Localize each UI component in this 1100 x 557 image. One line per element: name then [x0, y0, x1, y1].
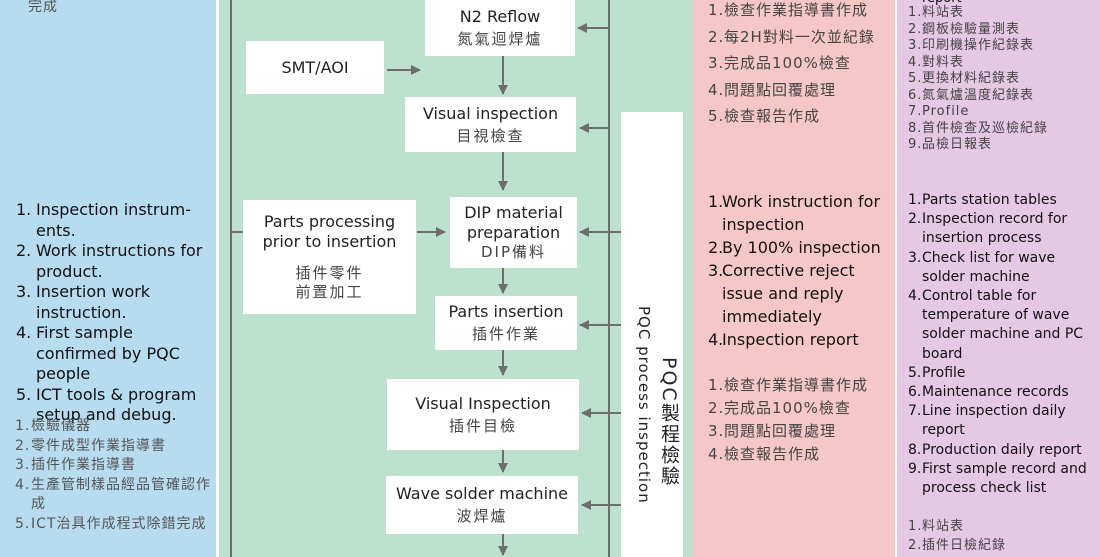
n2-reflow-zh: 氮氣迴焊爐: [457, 30, 543, 49]
dip-material-box: DIP material preparation DIP備料: [450, 197, 577, 268]
list-item: 5.ICT tools & program setup and debug.: [16, 384, 197, 425]
pink-bottom-list: 1.檢查作業指導書作成 2.完成品100%檢查 3.問題點回覆處理 4.檢查報告…: [708, 374, 894, 466]
records-column: [897, 0, 1100, 557]
list-item: 2.零件成型作業指導書: [15, 437, 166, 454]
parts-insertion-zh: 插件作業: [471, 325, 540, 344]
list-item: 1.Parts station tables: [908, 192, 1057, 208]
pqc-subtitle: PQC process inspection: [635, 305, 653, 504]
inspection-method-column: [693, 0, 895, 557]
list-item: 2.鋼板檢驗量測表: [908, 21, 1021, 37]
list-item: 2.Inspection record for insertion proces…: [908, 211, 1068, 247]
list-item: 5.更換材料紀錄表: [908, 71, 1021, 86]
pqc-title: PQC製程檢驗: [658, 357, 680, 487]
dip-material-zh: DIP備料: [480, 243, 547, 262]
left-english-list: 1.Inspection instrum-ents. 2.Work instru…: [16, 200, 214, 426]
visual-inspection-2-zh: 插件目檢: [448, 416, 517, 435]
wave-solder-zh: 波焊爐: [456, 507, 508, 526]
list-item: 3.插件作業指導書: [15, 457, 136, 473]
list-item: 1.檢查作業指導書作成: [708, 376, 869, 394]
pink-english-list: 1.Work instruction for inspection 2.By 1…: [708, 190, 894, 351]
list-item: 4.對料表: [908, 54, 965, 70]
pqc-box: PQC製程檢驗 PQC process inspection: [621, 112, 683, 557]
list-item: 1.料站表: [908, 5, 965, 20]
list-item: 2.每2H對料一次並紀錄: [708, 27, 875, 46]
purple-top-fragment: report: [922, 0, 962, 6]
wave-solder-box: Wave solder machine 波焊爐: [386, 476, 578, 534]
list-item: 8.Production daily report: [908, 441, 1082, 458]
parts-processing-line2: prior to insertion: [262, 232, 397, 252]
wave-solder-label: Wave solder machine: [396, 484, 568, 504]
parts-insertion-label: Parts insertion: [448, 302, 564, 322]
list-item: 5.Profile: [908, 364, 966, 381]
list-item: 2.插件日檢紀錄: [908, 538, 1007, 553]
n2-reflow-label: N2 Reflow: [459, 7, 541, 27]
list-item: 4.Inspection report: [708, 330, 859, 349]
list-item: 4.Control table for temperature of wave …: [908, 288, 1084, 362]
smt-aoi-box: SMT/AOI: [246, 41, 384, 94]
list-item: 6.氮氣爐溫度紀錄表: [908, 87, 1035, 103]
smt-aoi-label: SMT/AOI: [281, 57, 349, 77]
list-item: 3.問題點回覆處理: [708, 422, 837, 440]
purple-english-list: 1.Parts station tables 2.Inspection reco…: [908, 191, 1098, 498]
pink-top-list: 1.檢查作業指導書作成 2.每2H對料一次並紀錄 3.完成品100%檢查 4.問…: [708, 0, 893, 130]
list-item: 4.First sample confirmed by PQC people: [16, 323, 180, 383]
list-item: 3.Corrective reject issue and reply imme…: [708, 261, 855, 326]
list-item: 2.Work instructions for product.: [16, 241, 203, 281]
left-top-fragment: 完成: [28, 0, 58, 15]
list-item: 5.ICT治具作成程式除錯完成: [15, 515, 207, 532]
list-item: 4.檢查報告作成: [708, 445, 821, 463]
left-column: [0, 0, 216, 557]
list-item: 1.檢查作業指導書作成: [708, 1, 869, 19]
list-item: 6.Maintenance records: [908, 384, 1069, 401]
list-item: 9.品檢日報表: [908, 137, 993, 152]
list-item: 1.Inspection instrum-ents.: [16, 200, 191, 240]
visual-inspection-zh: 目視檢查: [456, 126, 525, 145]
list-item: 4.生產管制樣品經品管確認作成: [15, 476, 211, 513]
list-item: 3.Check list for wave solder machine: [908, 249, 1056, 285]
parts-processing-box: Parts processing prior to insertion 插件零件…: [243, 200, 416, 314]
dip-material-line2: preparation: [466, 223, 561, 243]
visual-inspection-2-box: Visual Inspection 插件目檢: [387, 379, 579, 450]
list-item: 9.First sample record and process check …: [908, 460, 1087, 497]
list-item: 3.印刷機操作紀錄表: [908, 38, 1035, 53]
visual-inspection-2-label: Visual Inspection: [415, 393, 551, 413]
list-item: 1.檢驗儀器: [15, 418, 91, 434]
parts-processing-zh1: 插件零件: [295, 264, 364, 283]
list-item: 3.Insertion work instruction.: [16, 282, 151, 322]
list-item: 4.問題點回覆處理: [708, 80, 837, 99]
list-item: 8.首件檢查及巡檢紀錄: [908, 120, 1049, 136]
n2-reflow-box: N2 Reflow 氮氣迴焊爐: [425, 0, 575, 56]
left-chinese-list: 1.檢驗儀器 2.零件成型作業指導書 3.插件作業指導書 4.生產管制樣品經品管…: [15, 417, 215, 534]
parts-processing-line1: Parts processing: [263, 212, 396, 232]
list-item: 1.料站表: [908, 519, 965, 534]
list-item: 1.Work instruction for inspection: [708, 192, 881, 234]
list-item: 2.By 100% inspection: [708, 238, 881, 257]
list-item: 3.完成品100%檢查: [708, 54, 851, 72]
list-item: 5.檢查報告作成: [708, 107, 821, 125]
visual-inspection-label: Visual inspection: [422, 103, 559, 123]
purple-top-list: 1.料站表 2.鋼板檢驗量測表 3.印刷機操作紀錄表 4.對料表 5.更換材料紀…: [908, 5, 1098, 154]
list-item: 7.Line inspection daily report: [908, 403, 1066, 439]
visual-inspection-box: Visual inspection 目視檢查: [405, 97, 576, 152]
parts-insertion-box: Parts insertion 插件作業: [435, 296, 577, 350]
dip-material-line1: DIP material: [464, 203, 563, 223]
list-item: 2.完成品100%檢查: [708, 399, 851, 417]
list-item: 7.Profile: [908, 104, 970, 119]
parts-processing-zh2: 前置加工: [295, 283, 364, 301]
purple-bottom-list: 1.料站表 2.插件日檢紀錄: [908, 517, 1098, 555]
